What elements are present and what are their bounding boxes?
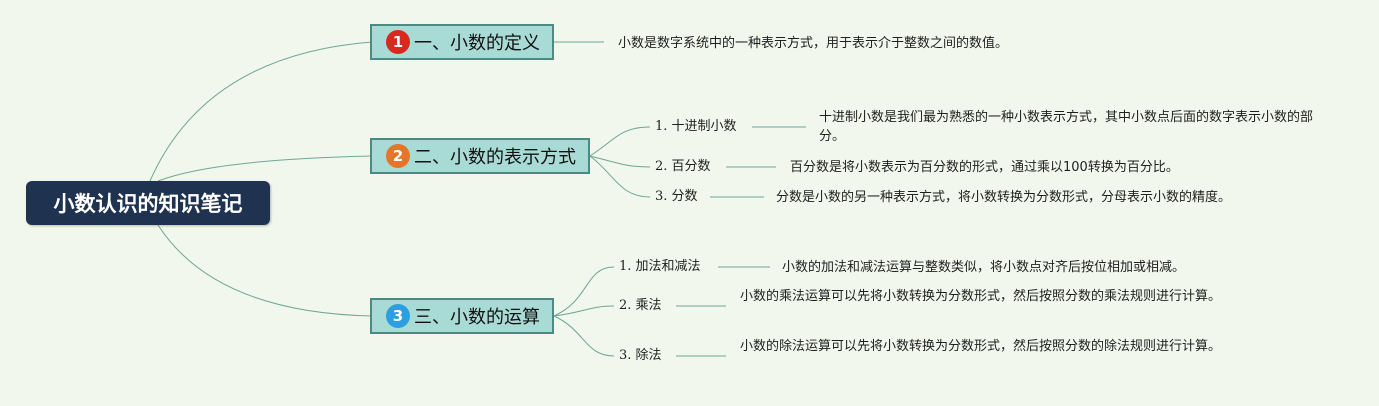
badge-2-icon: 2 (386, 144, 410, 168)
topic-3-title: 三、小数的运算 (414, 307, 540, 328)
topic-node-3[interactable]: 3 三、小数的运算 (370, 298, 554, 334)
subtopic-3-3-label[interactable]: 3. 除法 (619, 348, 662, 363)
connector-root-topic-2 (157, 155, 373, 182)
subtopic-2-2-note: 百分数是将小数表示为百分数的形式，通过乘以100转换为百分比。 (790, 160, 1179, 175)
root-node[interactable]: 小数认识的知识笔记 (26, 181, 270, 225)
topic-1-note: 小数是数字系统中的一种表示方式，用于表示介于整数之间的数值。 (618, 36, 1009, 51)
connector-topic-2-sub-3 (589, 155, 651, 198)
topic-2-title: 二、小数的表示方式 (414, 147, 576, 168)
subtopic-3-2-label[interactable]: 2. 乘法 (619, 298, 662, 313)
badge-3-icon: 3 (386, 304, 410, 328)
connector-topic-2-sub-1 (589, 126, 651, 157)
subtopic-2-1-note: 十进制小数是我们最为熟悉的一种小数表示方式，其中小数点后面的数字表示小数的部分。 (819, 110, 1314, 144)
connector-topic-2-sub-2 (589, 155, 651, 168)
subtopic-2-2-label[interactable]: 2. 百分数 (655, 159, 711, 174)
connector-topic-3-sub-3 (553, 315, 615, 357)
connector-root-topic-1 (149, 41, 373, 182)
topic-node-2[interactable]: 2 二、小数的表示方式 (370, 138, 590, 174)
subtopic-3-1-label[interactable]: 1. 加法和减法 (619, 259, 701, 274)
connector-root-topic-3 (157, 224, 373, 317)
topic-1-title: 一、小数的定义 (414, 33, 540, 54)
subtopic-3-3-note: 小数的除法运算可以先将小数转换为分数形式，然后按照分数的除法规则进行计算。 (740, 339, 1222, 354)
topic-node-1[interactable]: 1 一、小数的定义 (370, 24, 554, 60)
root-title: 小数认识的知识笔记 (53, 192, 243, 216)
subtopic-3-1-note: 小数的加法和减法运算与整数类似，将小数点对齐后按位相加或相减。 (782, 260, 1186, 275)
subtopic-2-3-label[interactable]: 3. 分数 (655, 189, 698, 204)
subtopic-2-1-label[interactable]: 1. 十进制小数 (655, 119, 737, 134)
connector-topic-3-sub-1 (553, 266, 615, 317)
subtopic-3-2-note: 小数的乘法运算可以先将小数转换为分数形式，然后按照分数的乘法规则进行计算。 (740, 289, 1222, 304)
badge-1-icon: 1 (386, 30, 410, 54)
connector-topic-3-sub-2 (553, 305, 615, 317)
subtopic-2-3-note: 分数是小数的另一种表示方式，将小数转换为分数形式，分母表示小数的精度。 (776, 190, 1232, 205)
